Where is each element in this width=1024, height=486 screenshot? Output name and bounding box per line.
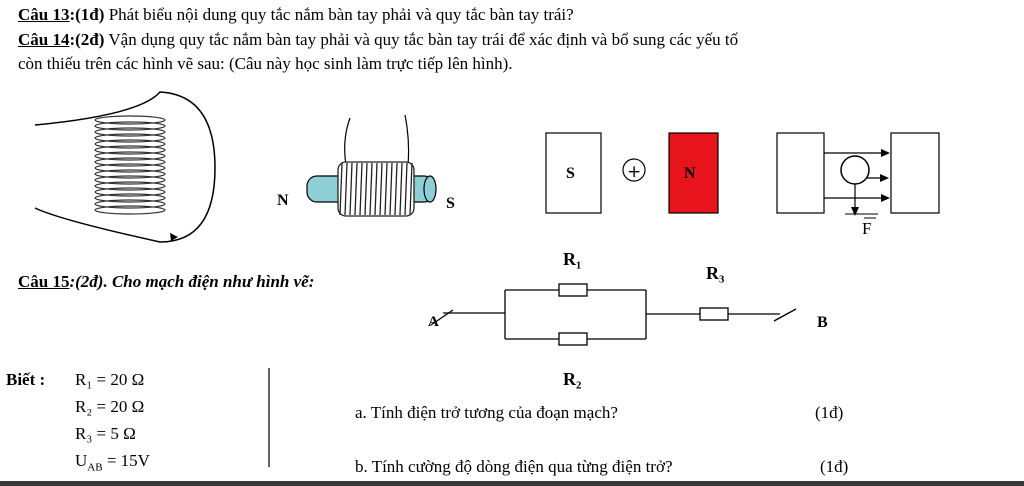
current-symbol-label: +	[627, 162, 641, 182]
given-r2: R₂ = 20 Ω	[75, 397, 145, 416]
question-13-label: Câu 13	[18, 5, 70, 24]
question-14-label: Câu 14	[18, 30, 70, 49]
question-13: Câu 13:(1đ) Phát biểu nội dung quy tắc n…	[18, 5, 574, 25]
figure-2-south-label: S	[446, 195, 455, 212]
circuit-r2-label: R₂	[563, 369, 581, 389]
circuit-diagram: R₁ R₃ R₂ A B	[428, 249, 828, 389]
given-r1: R₁ = 20 Ω	[75, 370, 145, 389]
subquestion-a-score: (1đ)	[815, 403, 844, 422]
question-15-text: :(2đ). Cho mạch điện như hình vẽ:	[69, 272, 315, 291]
given-title: Biết :	[6, 370, 46, 389]
subquestion-a: a. Tính điện trở tương của đoạn mạch?	[355, 403, 618, 422]
node-b-label: B	[817, 314, 828, 331]
question-13-text: Phát biểu nội dung quy tắc nắm bàn tay p…	[104, 5, 574, 24]
question-14-text: Vận dụng quy tắc nắm bàn tay phải và quy…	[104, 30, 739, 49]
given-uab-subscript: AB	[87, 461, 103, 474]
subquestion-b: b. Tính cường độ dòng điện qua từng điện…	[355, 457, 673, 476]
question-14-text-line2: còn thiếu trên các hình vẽ sau: (Câu này…	[18, 54, 513, 73]
resistor-r2	[558, 332, 588, 346]
figure-1-coil	[34, 91, 216, 243]
question-15: Câu 15:(2đ). Cho mạch điện như hình vẽ:	[18, 272, 314, 292]
given-uab-value: = 15V	[102, 451, 150, 470]
given-uab-symbol: U	[75, 451, 88, 470]
node-a-label: A	[428, 314, 439, 330]
figure-3-south-label: S	[566, 165, 575, 182]
figure-3-magnets: S + N	[545, 132, 719, 214]
force-label: F	[862, 219, 871, 238]
given-uab: UAB = 15V	[75, 451, 150, 473]
circuit-r1-label: R₁	[563, 249, 581, 269]
question-14: Câu 14:(2đ) Vận dụng quy tắc nắm bàn tay…	[18, 30, 738, 50]
figure-2-north-label: N	[277, 192, 289, 209]
question-14-score: :(2đ)	[69, 30, 105, 49]
magnet-north	[668, 132, 719, 214]
resistor-r1	[558, 283, 588, 297]
figure-4-force: F	[776, 132, 940, 238]
resistor-r3	[699, 307, 729, 321]
question-15-label: Câu 15	[18, 272, 70, 291]
figure-2-solenoid: N S	[277, 114, 455, 217]
current-symbol-icon	[622, 158, 646, 182]
subquestion-b-score: (1đ)	[820, 457, 849, 476]
bottom-bar	[0, 481, 1024, 486]
magnet-south	[545, 132, 602, 214]
circuit-r3-label: R₃	[706, 263, 725, 283]
figure-3-north-label: N	[684, 165, 696, 182]
given-r3: R₃ = 5 Ω	[75, 424, 136, 443]
question-13-score: :(1đ)	[69, 5, 105, 24]
